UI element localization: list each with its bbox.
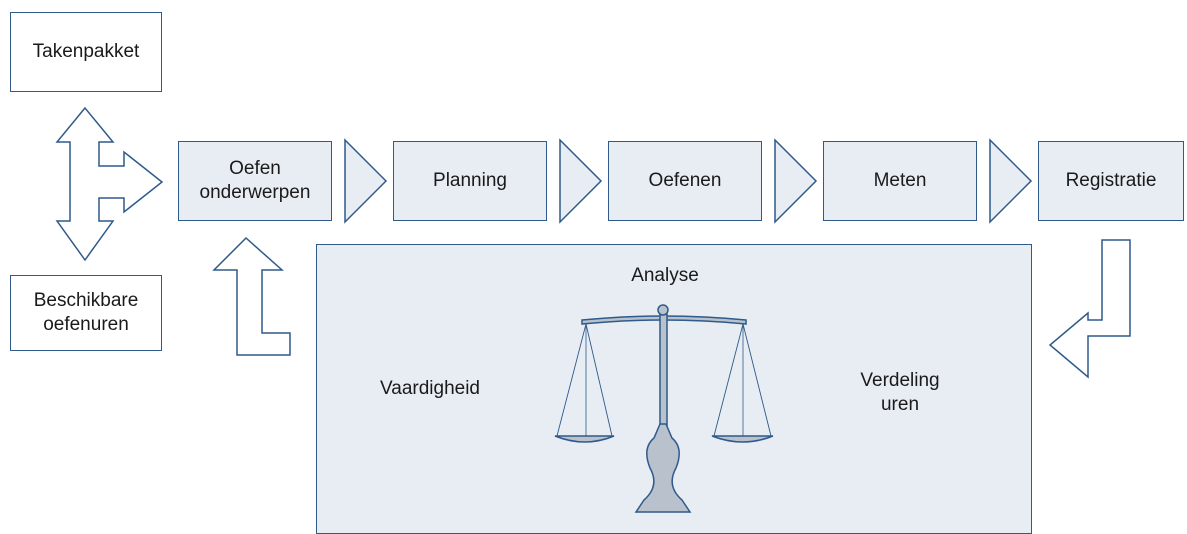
step-label: Meten xyxy=(873,170,927,192)
step-label: Registratie xyxy=(1065,170,1157,192)
balance-scale-icon xyxy=(554,304,774,513)
step-meten: Meten xyxy=(823,141,977,221)
double-arrow-icon xyxy=(55,106,164,262)
step-label: Oefenen xyxy=(648,170,722,192)
beschikbare-oefenuren-box: Beschikbare oefenuren xyxy=(10,275,162,351)
step-registratie: Registratie xyxy=(1038,141,1184,221)
step-oefen-onderwerpen: Oefen onderwerpen xyxy=(178,141,332,221)
analysis-right-label: Verdeling uren xyxy=(860,370,940,415)
step-oefenen: Oefenen xyxy=(608,141,762,221)
analysis-title: Analyse xyxy=(631,265,699,286)
chevron-icon xyxy=(344,138,388,224)
chevron-icon xyxy=(559,138,603,224)
step-planning: Planning xyxy=(393,141,547,221)
takenpakket-box: Takenpakket xyxy=(10,12,162,92)
chevron-icon xyxy=(989,138,1033,224)
return-arrow-icon-right xyxy=(1048,239,1131,379)
step-label: Oefen onderwerpen xyxy=(199,158,311,203)
beschikbare-oefenuren-label: Beschikbare oefenuren xyxy=(33,290,139,335)
chevron-icon xyxy=(774,138,818,224)
step-label: Planning xyxy=(433,170,507,192)
analysis-left-label: Vaardigheid xyxy=(379,378,480,399)
return-arrow-icon-left xyxy=(212,236,291,356)
takenpakket-label: Takenpakket xyxy=(32,41,140,63)
